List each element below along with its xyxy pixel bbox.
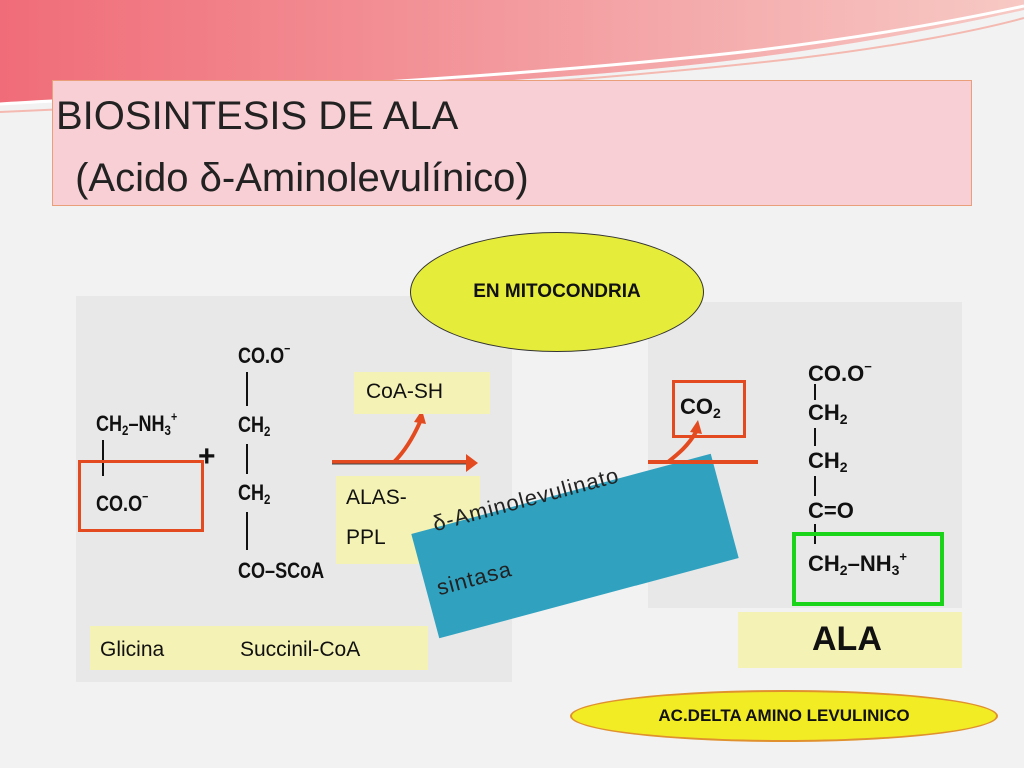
location-label: EN MITOCONDRIA	[473, 281, 641, 302]
reaction-arrow	[332, 410, 478, 472]
succinyl-bond-1	[246, 372, 248, 406]
title-box	[52, 80, 972, 206]
reactant-label-box	[90, 626, 428, 670]
succinyl-bond-3	[246, 512, 248, 550]
coa-sh-label: CoA-SH	[366, 380, 444, 403]
ala-bond-2	[814, 428, 816, 446]
glycine-label: Glicina	[100, 638, 165, 661]
coa-sh-box	[354, 372, 490, 414]
ala-label: ALA	[812, 620, 882, 658]
succinyl-bond-2	[246, 444, 248, 474]
ala-formula-4: C=O	[808, 498, 854, 523]
succinyl-formula-4: CO–SCoA	[238, 558, 325, 583]
title-subtitle: (Acido δ-Aminolevulínico)	[64, 156, 529, 200]
ala-formula-5: CH2–NH3+	[808, 549, 907, 578]
amino-highlight-box	[792, 532, 944, 606]
location-ellipse: EN MITOCONDRIA	[410, 232, 704, 352]
alas-label-line2: PPL	[346, 526, 386, 549]
ala-label-box	[738, 612, 962, 668]
alas-label-line1: ALAS-	[346, 486, 407, 509]
full-name-label: AC.DELTA AMINO LEVULINICO	[658, 706, 910, 725]
succinyl-coa-label: Succinil-CoA	[240, 638, 361, 661]
co2-highlight-box	[672, 380, 746, 438]
glycine-formula-top: CH2–NH3+	[96, 409, 178, 438]
full-name-ellipse: AC.DELTA AMINO LEVULINICO	[570, 690, 998, 742]
succinyl-formula-3: CH2	[238, 480, 271, 507]
glycine-bond	[102, 440, 104, 476]
ala-bond-1	[814, 384, 816, 400]
succinyl-formula-1: CO.O−	[238, 341, 291, 368]
ala-formula-2: CH2	[808, 400, 848, 427]
ala-formula-3: CH2	[808, 448, 848, 475]
glycine-formula-bottom: CO.O−	[96, 489, 149, 516]
ala-formula-1: CO.O−	[808, 359, 872, 386]
title-main: BIOSINTESIS DE ALA	[56, 94, 459, 138]
ala-bond-3	[814, 476, 816, 496]
carboxyl-highlight-box	[78, 460, 204, 532]
co2-formula: CO2	[680, 394, 721, 421]
succinyl-formula-2: CH2	[238, 412, 271, 439]
plus-sign: +	[198, 440, 216, 473]
